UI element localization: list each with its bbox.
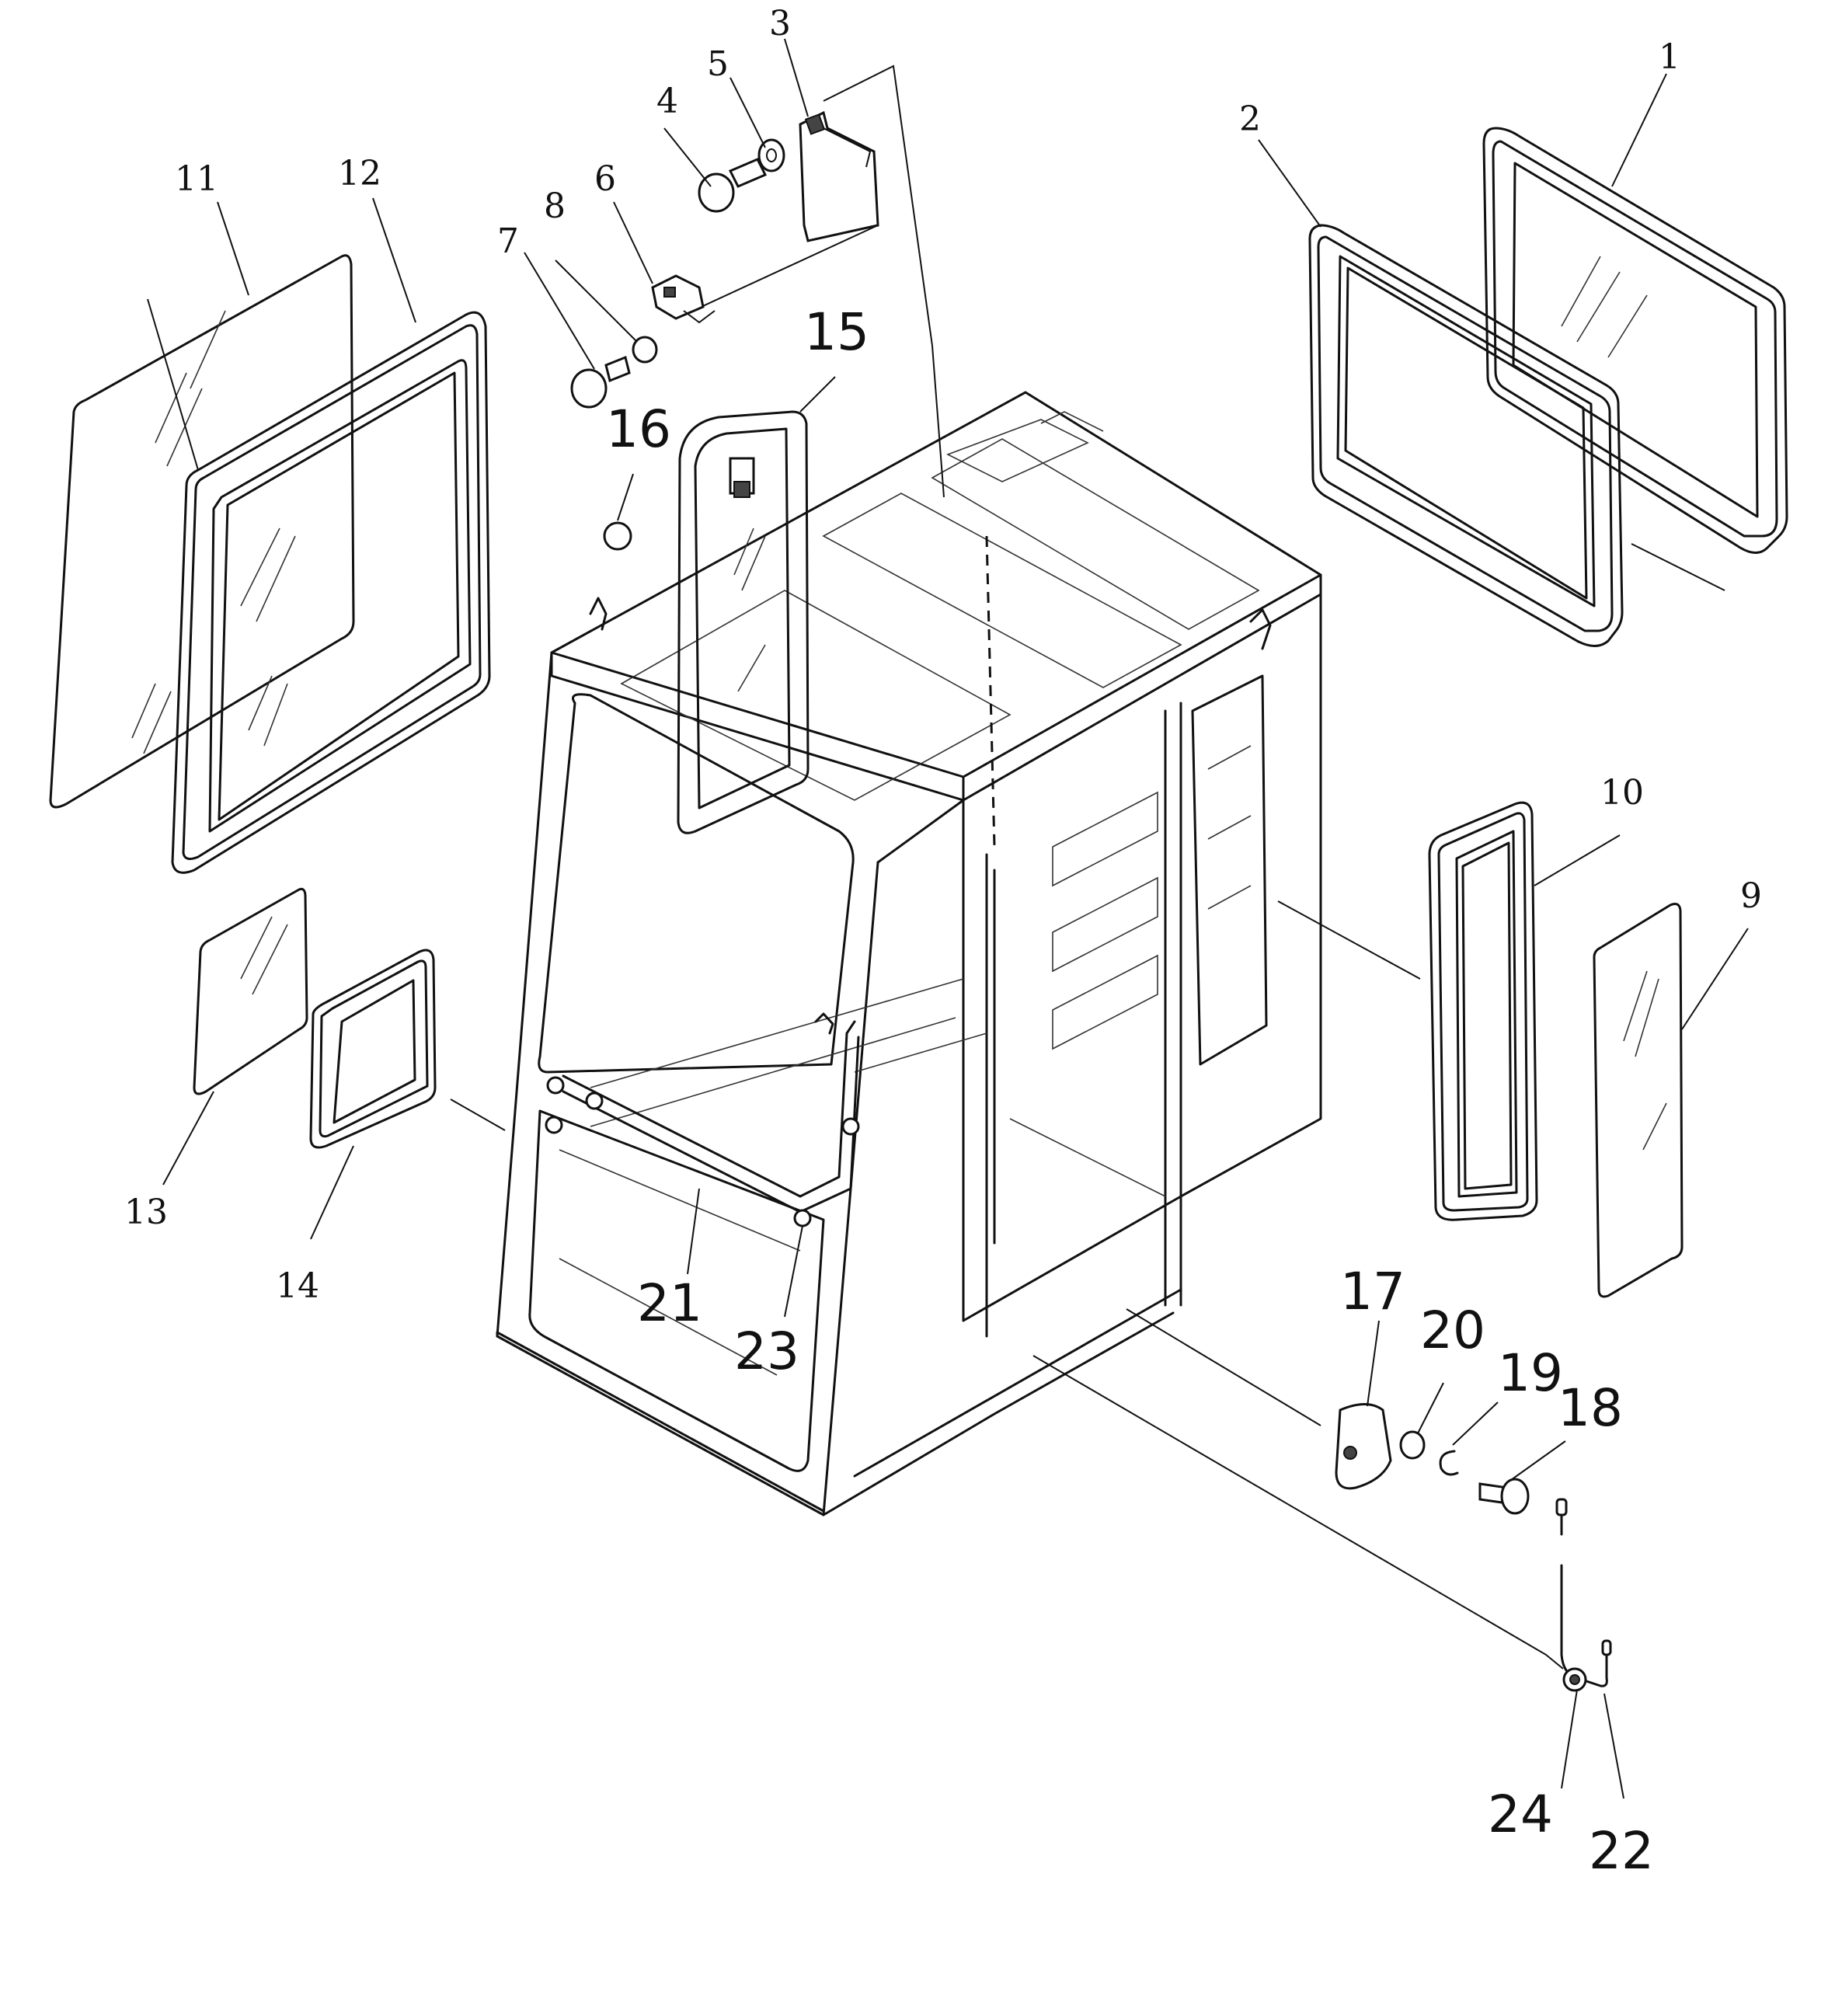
callout-7: 7 [497, 221, 519, 261]
callout-8: 8 [544, 186, 566, 226]
callout-6: 6 [594, 159, 616, 199]
seal-part-2 [1308, 224, 1624, 647]
latch-part-6 [651, 274, 716, 324]
washer-part-20 [1399, 1430, 1426, 1460]
callout-13: 13 [124, 1193, 168, 1232]
seal-part-14 [309, 949, 506, 1149]
leader-lines [162, 38, 1749, 1799]
bracket-assembly [570, 64, 933, 551]
callout-17: 17 [1340, 1262, 1405, 1321]
callout-23: 23 [734, 1321, 799, 1381]
callout-16: 16 [606, 399, 671, 459]
fitting-part-23 [793, 1209, 812, 1227]
lamp-part-17 [1335, 1403, 1392, 1490]
cab-body [496, 345, 1322, 1516]
callout-15: 15 [804, 302, 869, 362]
washer-part-5 [757, 138, 785, 172]
clip-part-19 [1439, 1450, 1459, 1476]
callout-24: 24 [1488, 1784, 1553, 1844]
callout-2: 2 [1239, 99, 1261, 139]
door-glass-part-15 [677, 410, 810, 834]
callout-22: 22 [1589, 1821, 1654, 1881]
callout-19: 19 [1498, 1343, 1563, 1403]
callout-5: 5 [707, 44, 729, 84]
callout-20: 20 [1420, 1300, 1485, 1360]
handrail-part-21 [545, 1012, 860, 1227]
callout-4: 4 [656, 82, 678, 121]
glass-part-1 [1482, 127, 1788, 591]
plug-part-16 [603, 521, 632, 551]
glass-part-11 [49, 254, 355, 809]
bolt-part-7 [570, 355, 631, 409]
glass-part-13 [193, 887, 308, 1095]
fitting-part-23a [545, 1116, 563, 1134]
seal-part-10 [1277, 801, 1538, 1221]
callout-9: 9 [1740, 876, 1762, 916]
callout-21: 21 [637, 1273, 702, 1333]
washer-part-8 [632, 336, 658, 364]
bolt-part-18 [1478, 1478, 1530, 1515]
callout-11: 11 [175, 159, 218, 199]
callout-3: 3 [769, 4, 791, 44]
callout-1: 1 [1659, 37, 1680, 77]
glass-part-9 [1593, 903, 1684, 1298]
callout-labels: 1 2 3 4 5 6 7 8 9 10 11 12 13 14 15 16 1… [124, 4, 1762, 1881]
callout-14: 14 [276, 1266, 319, 1306]
callout-12: 12 [338, 154, 381, 193]
seal-part-12 [147, 298, 491, 874]
lamp-assembly [1032, 1308, 1612, 1692]
callout-18: 18 [1558, 1378, 1623, 1438]
callout-10: 10 [1600, 773, 1644, 813]
